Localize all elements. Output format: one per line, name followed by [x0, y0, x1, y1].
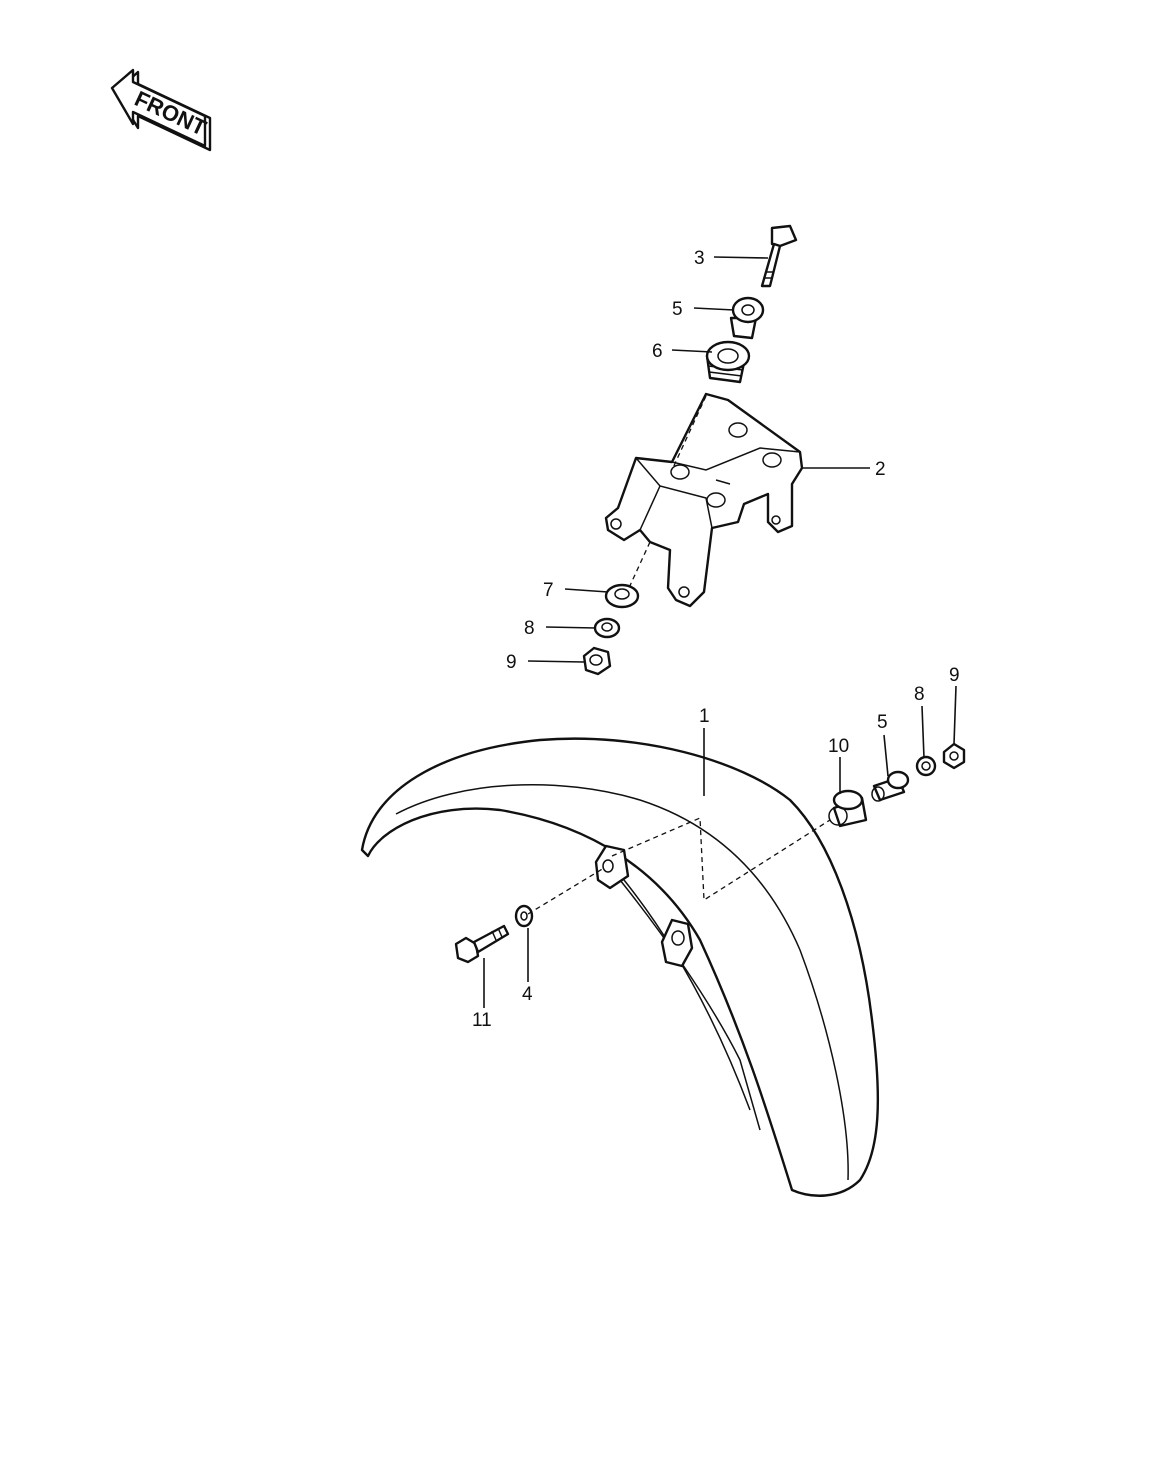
callout-5-lower: 5 — [877, 712, 888, 733]
fender-part-1 — [360, 737, 880, 1197]
callout-labels: 3 5 6 2 7 8 9 1 10 5 8 9 4 11 — [472, 248, 960, 1031]
washer-part-4 — [514, 904, 534, 928]
callout-9-upper: 9 — [506, 652, 517, 673]
callout-6: 6 — [652, 341, 663, 362]
callout-4: 4 — [522, 984, 533, 1005]
callout-9-lower: 9 — [949, 665, 960, 686]
callout-8-upper: 8 — [524, 618, 535, 639]
callout-10: 10 — [828, 736, 849, 757]
callout-7: 7 — [543, 580, 554, 601]
collar-part-5-upper — [729, 296, 765, 340]
callout-11: 11 — [472, 1010, 492, 1031]
lock-washer-part-8-lower — [915, 755, 937, 777]
nut-part-9-lower — [942, 742, 966, 770]
grommet-part-6 — [705, 340, 751, 384]
fender-upper-mount-tab — [594, 844, 630, 890]
callout-3: 3 — [694, 248, 705, 269]
callout-5-upper: 5 — [672, 299, 683, 320]
bracket-part-2 — [604, 392, 804, 608]
spacer-part-10 — [828, 789, 868, 828]
washer-part-7 — [604, 583, 640, 609]
front-direction-arrow-icon: FRONT — [110, 68, 212, 152]
assembly-guide-lines — [527, 395, 831, 915]
bolt-part-11 — [454, 924, 510, 964]
nut-part-9-upper — [582, 646, 612, 676]
callout-1: 1 — [699, 706, 710, 727]
lock-washer-part-8-upper — [593, 617, 621, 639]
callout-leader-lines — [483, 256, 957, 1008]
fender-lower-mount-tab — [660, 918, 694, 968]
callout-8-lower: 8 — [914, 684, 925, 705]
bolt-part-3 — [760, 224, 798, 288]
collar-part-5-lower — [871, 770, 910, 802]
callout-2: 2 — [875, 459, 886, 480]
